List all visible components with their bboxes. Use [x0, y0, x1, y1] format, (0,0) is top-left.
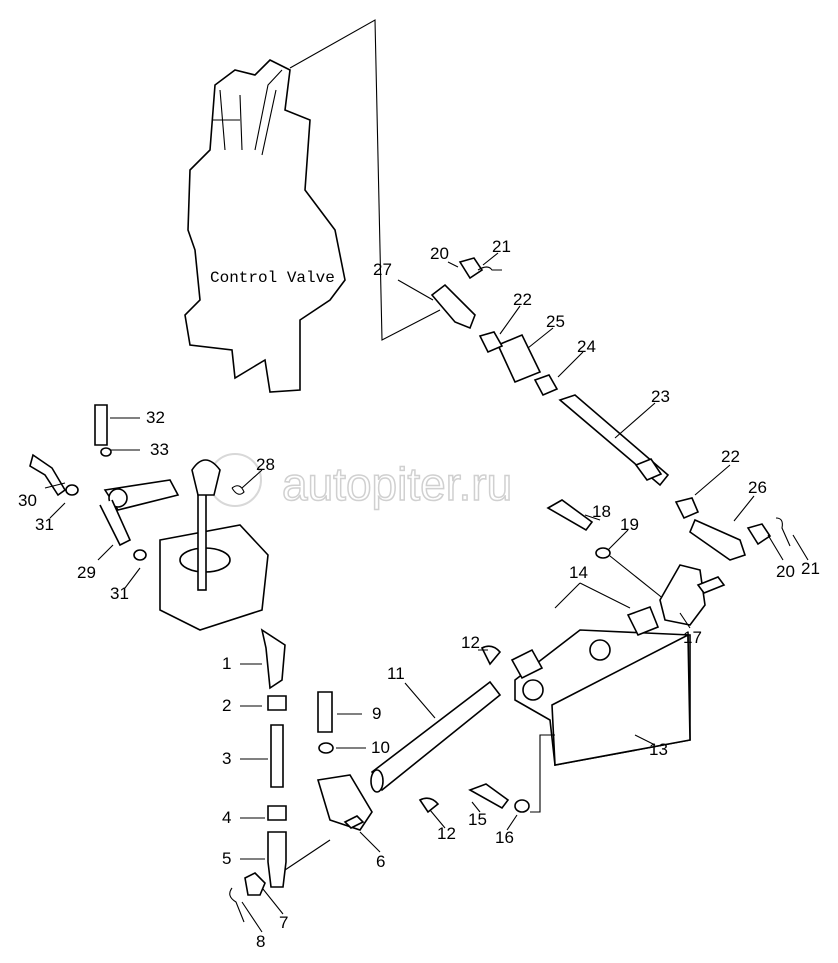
callout-20: 20 [776, 562, 795, 581]
cotter-pin-21b [775, 517, 791, 547]
shaft-11 [370, 680, 502, 792]
control-valve: Control Valve [184, 59, 346, 393]
bolt-30 [29, 453, 67, 497]
callout-8: 8 [256, 932, 265, 951]
control-valve-label: Control Valve [210, 269, 335, 287]
callout-20: 20 [430, 244, 449, 263]
washer-16 [514, 799, 530, 813]
washer-31 [65, 484, 79, 496]
nut-20b [746, 523, 772, 546]
callout-1: 1 [222, 654, 231, 673]
callout-26: 26 [748, 478, 767, 497]
callout-27: 27 [373, 260, 392, 279]
callout-31: 31 [35, 515, 54, 534]
key-12b [418, 797, 440, 814]
callout-14: 14 [569, 563, 588, 582]
link-line [530, 734, 555, 813]
washer-31b [133, 549, 147, 561]
lever-bracket [99, 459, 269, 631]
nut-20a [458, 257, 484, 280]
pin-28 [231, 485, 245, 495]
bolt-18 [546, 499, 594, 532]
nut-7 [244, 872, 266, 896]
washer-33 [100, 447, 112, 457]
rod-end-26 [689, 518, 747, 561]
callout-32: 32 [146, 408, 165, 427]
bracket-13 [514, 629, 691, 766]
stud-3 [270, 724, 284, 788]
callout-30: 30 [18, 491, 37, 510]
key-12a [480, 645, 502, 666]
callout-6: 6 [376, 852, 385, 871]
callout-12: 12 [461, 633, 480, 652]
callout-21: 21 [801, 559, 820, 578]
rod-end-5 [267, 831, 287, 888]
callout-22: 22 [721, 447, 740, 466]
svg-text:autopiter.ru: autopiter.ru [282, 458, 512, 510]
bushing-14a [510, 648, 544, 680]
watermark: autopiter.ru [208, 453, 513, 511]
callouts: 32 33 30 31 29 31 28 27 20 21 22 25 24 2… [18, 237, 820, 951]
callout-17: 17 [683, 628, 702, 647]
callout-3: 3 [222, 749, 231, 768]
washer-10 [318, 742, 334, 754]
callout-18: 18 [592, 502, 611, 521]
bolt-15 [468, 783, 510, 810]
callout-13: 13 [649, 740, 668, 759]
washer-19 [595, 547, 611, 559]
rod-end-27 [430, 283, 476, 330]
nut-22a [478, 331, 504, 354]
lever-17 [659, 564, 706, 626]
callout-10: 10 [371, 738, 390, 757]
callout-25: 25 [546, 312, 565, 331]
callout-29: 29 [77, 563, 96, 582]
link-line [289, 19, 441, 341]
lever-6 [316, 774, 373, 831]
callout-31: 31 [110, 584, 129, 603]
cotter-pin-21a [477, 266, 502, 271]
callout-28: 28 [256, 455, 275, 474]
bolt-32 [94, 404, 108, 446]
callout-15: 15 [468, 810, 487, 829]
rod-end-1 [260, 628, 286, 690]
cotter-pin-8 [229, 887, 245, 923]
callout-23: 23 [651, 387, 670, 406]
callout-33: 33 [150, 440, 169, 459]
callout-12: 12 [437, 824, 456, 843]
callout-19: 19 [620, 515, 639, 534]
nut-22b [674, 497, 700, 520]
callout-2: 2 [222, 696, 231, 715]
nut-2 [267, 695, 287, 711]
nut-24 [533, 374, 559, 397]
callout-7: 7 [279, 913, 288, 932]
callout-22: 22 [513, 290, 532, 309]
sleeve-25 [496, 333, 542, 384]
nut-4 [267, 805, 287, 821]
link-line [609, 555, 666, 601]
bushing-14b [626, 605, 660, 637]
callout-5: 5 [222, 849, 231, 868]
callout-16: 16 [495, 828, 514, 847]
link-line [284, 839, 331, 871]
callout-11: 11 [387, 664, 405, 683]
bolt-9 [317, 691, 333, 733]
callout-24: 24 [577, 337, 596, 356]
callout-9: 9 [372, 704, 381, 723]
callout-4: 4 [222, 808, 231, 827]
callout-21: 21 [492, 237, 511, 256]
leader-lines [44, 252, 809, 933]
